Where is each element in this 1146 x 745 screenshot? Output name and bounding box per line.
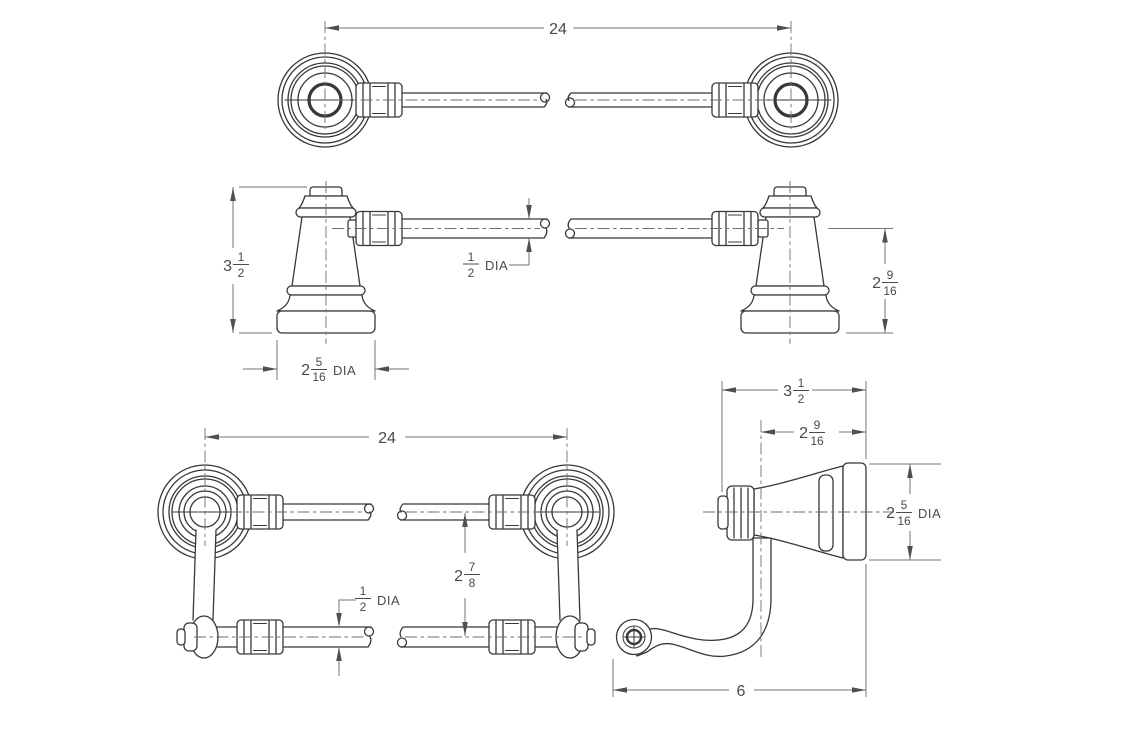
dim-text-numerator: 5 (901, 498, 908, 512)
dim-hook-center-projection: 2 9 16 (761, 418, 866, 448)
break-curl-left (363, 626, 375, 637)
dim-text-numerator: 7 (469, 560, 476, 574)
view-hook-side: 3 1 2 2 9 16 2 5 16 DIA (612, 376, 941, 700)
break-curl-right (396, 637, 408, 648)
dim-text-whole: 3 (223, 258, 232, 275)
dim-text-numerator: 9 (814, 418, 821, 432)
dim-holder-length: 24 (205, 430, 567, 447)
upper-bar (244, 503, 529, 521)
dim-text-whole: 2 (301, 362, 310, 379)
dim-text-suffix: DIA (377, 593, 400, 608)
cone-ring (818, 474, 834, 552)
dim-bar-spacing: 2 7 8 (454, 513, 480, 636)
dim-text-denominator: 16 (312, 370, 326, 384)
dim-text-denominator: 8 (469, 576, 476, 590)
dim-text-whole: 24 (549, 21, 567, 38)
dim-text-whole: 24 (378, 430, 396, 447)
dim-text-denominator: 16 (810, 434, 824, 448)
dim-hook-base-diameter: 2 5 16 DIA (869, 463, 941, 561)
dim-bar-diameter: 1 2 DIA (463, 198, 532, 280)
towel-bar-side (401, 218, 713, 239)
dim-center-to-base: 2 9 16 (828, 228, 898, 334)
dim-hook-drop: 6 (612, 564, 867, 700)
break-curl-right (396, 510, 408, 521)
view-paper-holder-front: 24 2 7 8 1 2 DIA (157, 428, 615, 676)
break-curl-right (564, 228, 576, 239)
break-curl-left (539, 92, 551, 103)
dim-text-whole: 2 (872, 275, 881, 292)
view-towel-bar-front: 24 (276, 21, 840, 149)
towel-bar (401, 92, 713, 108)
dim-text-denominator: 2 (360, 600, 367, 614)
bar-end-finial-right (574, 622, 596, 652)
cone-tip-collar (717, 485, 755, 541)
dim-text-denominator: 16 (883, 284, 897, 298)
dim-text-denominator: 2 (238, 266, 245, 280)
dim-text-whole: 3 (783, 383, 792, 400)
dim-holder-bar-diameter: 1 2 DIA (336, 584, 400, 676)
dim-text-whole: 2 (799, 425, 808, 442)
screw-head (615, 618, 653, 656)
bar-end-finial-left (176, 622, 198, 652)
dim-text-denominator: 16 (897, 514, 911, 528)
dim-hook-projection: 3 1 2 (721, 376, 867, 492)
dim-text-numerator: 1 (468, 250, 475, 264)
dim-text-suffix: DIA (918, 506, 941, 521)
dim-text-whole: 6 (737, 683, 746, 700)
dim-text-numerator: 1 (360, 584, 367, 598)
dim-text-numerator: 9 (887, 268, 894, 282)
break-curl-right (564, 97, 576, 108)
wall-plate (842, 462, 867, 561)
dim-text-whole: 2 (886, 505, 895, 522)
dim-text-suffix: DIA (485, 258, 508, 273)
dim-text-whole: 2 (454, 568, 463, 585)
dim-post-height: 3 1 2 (223, 186, 307, 334)
view-towel-bar-side: 3 1 2 1 2 DIA 2 5 16 DIA (223, 181, 898, 384)
dim-text-denominator: 2 (468, 266, 475, 280)
break-curl-left (539, 218, 551, 229)
dim-text-numerator: 5 (316, 355, 323, 369)
dim-text-numerator: 1 (798, 376, 805, 390)
break-curl-left (363, 503, 375, 514)
dim-text-suffix: DIA (333, 363, 356, 378)
dim-towel-bar-length: 24 (325, 21, 791, 38)
dim-post-base-diameter: 2 5 16 DIA (243, 340, 409, 384)
dim-text-numerator: 1 (238, 250, 245, 264)
dim-text-denominator: 2 (798, 392, 805, 406)
